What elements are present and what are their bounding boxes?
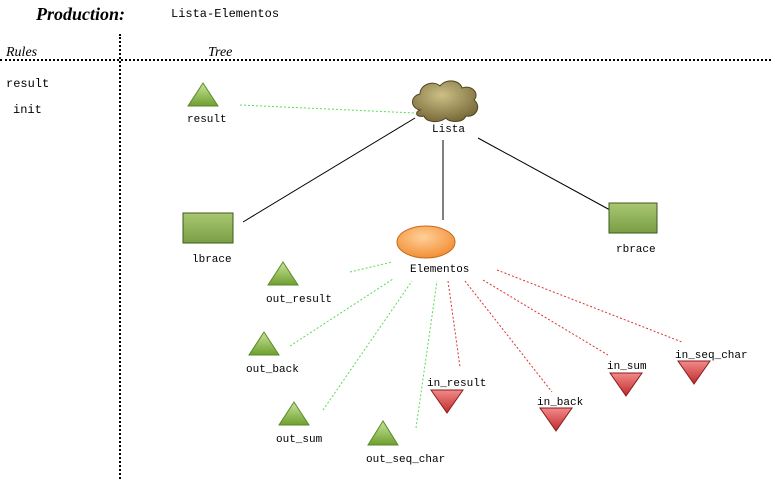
rule-item-result[interactable]: result <box>6 77 50 91</box>
attr-result[interactable]: result <box>187 82 227 126</box>
node-rbrace[interactable]: rbrace <box>608 202 658 256</box>
link-in-back <box>464 280 553 393</box>
node-lista[interactable]: Lista <box>412 80 479 136</box>
tree-heading: Tree <box>208 45 233 60</box>
rectangle-icon <box>182 212 234 244</box>
triangle-up-icon <box>278 401 310 426</box>
node-label: lbrace <box>192 254 232 266</box>
link-out-seq-char <box>415 280 438 429</box>
attr-in-seq-char[interactable]: in_seq_char <box>675 350 748 385</box>
triangle-down-icon <box>609 372 643 397</box>
link-result <box>239 104 416 114</box>
triangle-up-icon <box>267 261 299 286</box>
link-out-sum <box>322 280 413 411</box>
node-lbrace[interactable]: lbrace <box>182 212 234 266</box>
triangle-up-icon <box>367 420 399 446</box>
triangle-down-icon <box>677 360 711 385</box>
attr-out-result[interactable]: out_result <box>266 261 332 306</box>
attr-in-back[interactable]: in_back <box>537 397 584 432</box>
node-label: rbrace <box>616 244 656 256</box>
column-divider <box>119 34 121 479</box>
attr-label: result <box>187 114 227 126</box>
attr-label: in_seq_char <box>675 350 748 362</box>
attr-label: out_sum <box>276 434 323 446</box>
edge-lista-rbrace <box>477 137 611 211</box>
node-elementos[interactable]: Elementos <box>396 225 469 276</box>
link-in-result <box>447 280 461 368</box>
attr-in-result[interactable]: in_result <box>427 378 486 414</box>
attr-in-sum[interactable]: in_sum <box>607 361 647 397</box>
rectangle-icon <box>608 202 658 234</box>
link-in-sum <box>482 279 609 356</box>
header-divider <box>0 59 771 61</box>
attr-label: out_seq_char <box>366 454 445 466</box>
triangle-up-icon <box>248 331 280 356</box>
attr-out-sum[interactable]: out_sum <box>276 401 323 446</box>
triangle-down-icon <box>539 407 573 432</box>
node-label: Elementos <box>410 264 469 276</box>
link-in-seq-char <box>496 269 683 343</box>
ellipse-icon <box>396 225 456 259</box>
attr-label: out_result <box>266 294 332 306</box>
attr-label: out_back <box>246 364 299 376</box>
attr-label: in_back <box>537 397 584 409</box>
tree-edges <box>242 117 611 223</box>
triangle-down-icon <box>430 389 464 414</box>
attr-label: in_result <box>427 378 486 390</box>
link-out-back <box>289 278 394 347</box>
attr-out-back[interactable]: out_back <box>246 331 299 376</box>
production-name: Lista-Elementos <box>171 7 280 21</box>
link-out-result <box>349 261 393 273</box>
dependency-links <box>239 104 683 429</box>
cloud-icon <box>412 80 479 123</box>
triangle-up-icon <box>187 82 219 107</box>
rules-heading: Rules <box>6 45 38 60</box>
edge-lista-lbrace <box>242 117 416 223</box>
production-label: Production: <box>36 4 126 24</box>
rule-item-init[interactable]: init <box>13 103 42 117</box>
attr-out-seq-char[interactable]: out_seq_char <box>366 420 445 466</box>
attr-label: in_sum <box>607 361 647 373</box>
node-label: Lista <box>432 124 465 136</box>
